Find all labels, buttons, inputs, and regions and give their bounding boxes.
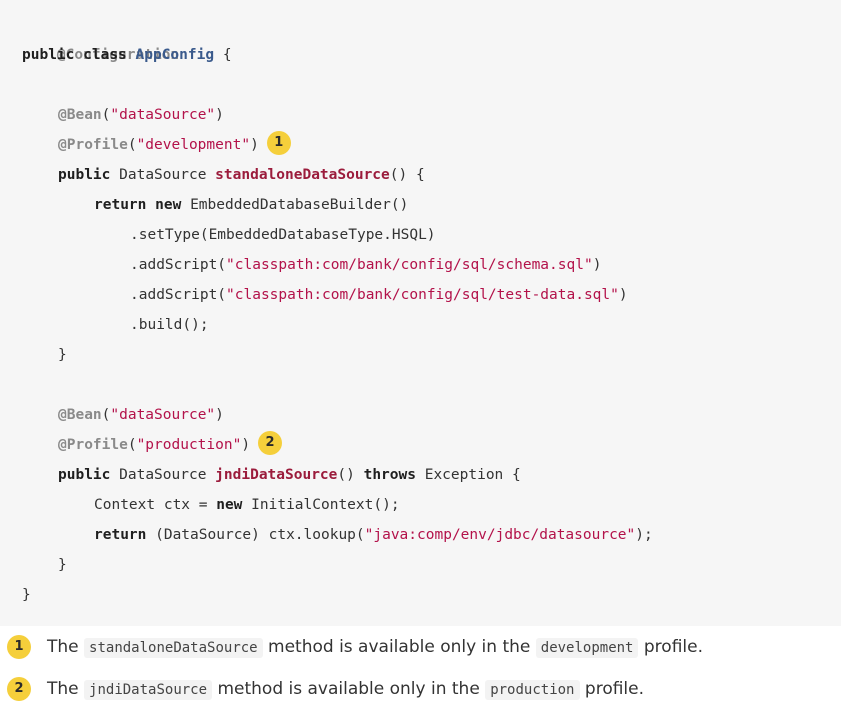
open-brace: { <box>214 47 232 63</box>
public-keyword: public <box>58 467 111 483</box>
code-line: .setType(EmbeddedDatabaseType.HSQL) <box>130 220 436 250</box>
public-keyword: public <box>22 47 75 63</box>
code-line: return (DataSource) ctx.lookup("java:com… <box>94 527 653 543</box>
inline-code: jndiDataSource <box>84 680 213 700</box>
code-line: Context ctx = new InitialContext(); <box>94 497 400 513</box>
new-keyword: new <box>155 197 182 213</box>
callout-badge: 1 <box>7 635 31 659</box>
context-declaration: Context ctx = <box>94 497 217 513</box>
add-script-call: .addScript( <box>130 287 227 303</box>
callout-badge: 2 <box>7 677 31 701</box>
profile-annotation: @Profile <box>58 437 128 453</box>
code-line: @Configuration <box>22 10 179 63</box>
set-type-call: .setType(EmbeddedDatabaseType.HSQL) <box>130 227 436 243</box>
code-line: @Profile("production")2 <box>58 430 283 460</box>
profile-name: "production" <box>136 437 242 453</box>
code-line: } <box>22 580 31 610</box>
code-line: public DataSource jndiDataSource() throw… <box>58 467 521 483</box>
callout-note: 2 The jndiDataSource method is available… <box>0 668 841 710</box>
bean-name: "dataSource" <box>110 107 216 123</box>
add-script-call: .addScript( <box>130 257 227 273</box>
schema-path: "classpath:com/bank/config/sql/schema.sq… <box>226 257 593 273</box>
method-tail: () { <box>389 167 425 183</box>
return-keyword: return <box>94 527 147 543</box>
return-type: DataSource <box>119 167 207 183</box>
inline-code: standaloneDataSource <box>84 638 263 658</box>
code-line: return new EmbeddedDatabaseBuilder() <box>94 190 408 220</box>
return-keyword: return <box>94 197 147 213</box>
profile-annotation: @Profile <box>58 137 128 153</box>
build-call: .build(); <box>130 317 209 333</box>
jndi-path: "java:comp/env/jdbc/datasource" <box>364 527 636 543</box>
note-text: The standaloneDataSource method is avail… <box>47 637 703 658</box>
code-line: @Bean("dataSource") <box>58 107 224 123</box>
code-line: .build(); <box>130 310 209 340</box>
test-data-path: "classpath:com/bank/config/sql/test-data… <box>226 287 619 303</box>
close-brace: } <box>22 587 31 603</box>
throws-keyword: throws <box>363 467 416 483</box>
close-brace: } <box>58 347 67 363</box>
note-text: The jndiDataSource method is available o… <box>47 679 645 700</box>
code-line: .addScript("classpath:com/bank/config/sq… <box>130 257 602 273</box>
configuration-annotation: @Configuration <box>56 47 180 63</box>
method-name: standaloneDataSource <box>215 167 390 183</box>
profile-name: "development" <box>136 137 251 153</box>
new-keyword: new <box>216 497 243 513</box>
code-line: @Profile("development")1 <box>58 130 291 160</box>
public-keyword: public <box>58 167 111 183</box>
code-line: .addScript("classpath:com/bank/config/sq… <box>130 287 628 303</box>
callout-badge: 1 <box>266 131 291 155</box>
builder-call: EmbeddedDatabaseBuilder() <box>190 197 409 213</box>
code-line: public DataSource standaloneDataSource()… <box>58 160 425 190</box>
class-name: AppConfig <box>135 47 215 63</box>
code-line: public class AppConfig { <box>22 40 232 70</box>
class-keyword: class <box>83 47 127 63</box>
code-block: @Configuration public class AppConfig { … <box>22 10 653 610</box>
inline-code: development <box>535 638 639 658</box>
bean-annotation: @Bean <box>58 407 102 423</box>
close-brace: } <box>58 557 67 573</box>
code-line: } <box>58 550 67 580</box>
method-name: jndiDataSource <box>215 467 338 483</box>
callout-badge: 2 <box>258 431 283 455</box>
callout-note: 1 The standaloneDataSource method is ava… <box>0 626 841 668</box>
bean-annotation: @Bean <box>58 107 102 123</box>
code-line: } <box>58 340 67 370</box>
lookup-call: (DataSource) ctx.lookup( <box>146 527 365 543</box>
bean-name: "dataSource" <box>110 407 216 423</box>
code-line: @Bean("dataSource") <box>58 407 224 423</box>
return-type: DataSource <box>119 467 207 483</box>
inline-code: production <box>485 680 580 700</box>
